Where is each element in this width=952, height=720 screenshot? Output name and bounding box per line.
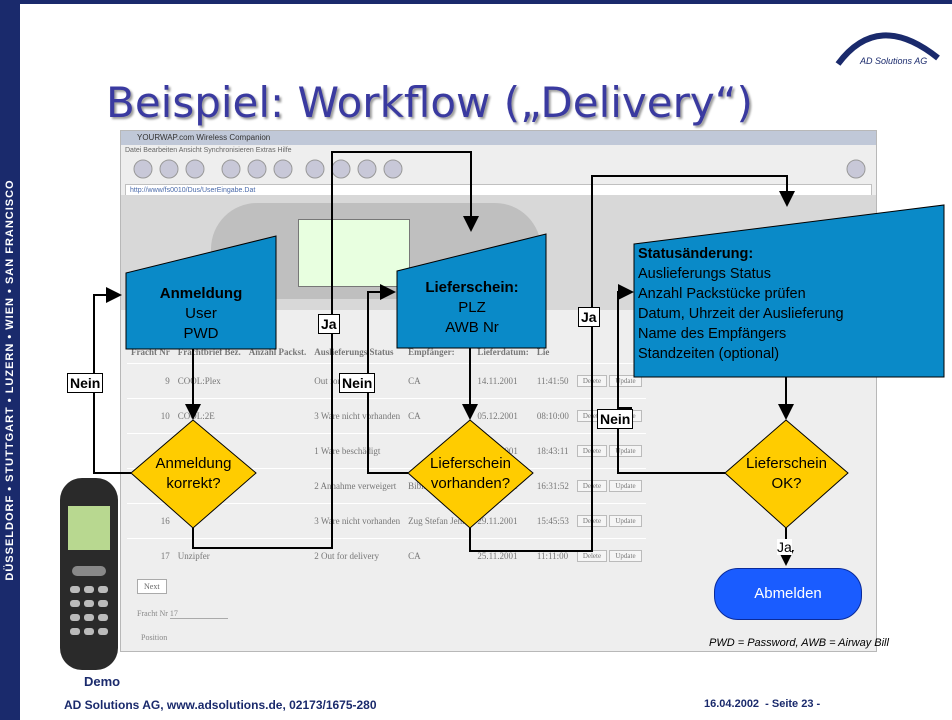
col-header: Fracht Nr <box>131 347 170 357</box>
fracht-input[interactable]: 17 <box>169 609 228 619</box>
col-header: Lieferdatum: <box>477 347 529 357</box>
ja-label: Ja <box>318 314 340 334</box>
col-header: Auslieferungs Status <box>314 347 394 357</box>
footer-date-page: 16.04.2002 - Seite 23 - <box>704 698 821 710</box>
top-rule <box>20 0 952 4</box>
app-window-title: YOURWAP.com Wireless Companion <box>121 131 876 145</box>
logo-arc-icon <box>835 32 940 66</box>
nein-label: Nein <box>339 373 376 393</box>
decision-anmeldung-diamond <box>130 419 257 529</box>
mobile-phone-icon <box>60 478 118 670</box>
abmelden-terminal: Abmelden <box>714 568 862 620</box>
company-logo <box>835 32 940 66</box>
lieferschein-box <box>396 233 547 349</box>
fracht-field: Fracht Nr 17 <box>137 609 228 619</box>
decision-lieferschein-diamond <box>407 419 534 529</box>
col-header: Frachtbrief Bez. <box>177 347 241 357</box>
footnote: PWD = Password, AWB = Airway Bill <box>709 637 889 649</box>
toolbar-buttons-icon <box>133 159 866 179</box>
col-header: Empfänger: <box>408 347 455 357</box>
page-title: Beispiel: Workflow („Delivery“) <box>106 78 753 127</box>
table-header-row: Fracht Nr Frachtbrief Bez. Anzahl Packst… <box>127 341 646 364</box>
update-button[interactable]: Update <box>609 550 642 562</box>
app-menubar: Datei Bearbeiten Ansicht Synchronisieren… <box>125 147 292 154</box>
update-button[interactable]: Update <box>609 515 642 527</box>
decision-ok-diamond <box>724 419 849 529</box>
wap-device-screen <box>298 219 410 287</box>
nein-label: Nein <box>67 373 104 393</box>
status-text: Statusänderung: Auslieferungs Status Anz… <box>638 246 844 362</box>
demo-label: Demo <box>84 674 121 689</box>
position-label: Position <box>141 633 168 642</box>
footer-company: AD Solutions AG, www.adsolutions.de, 021… <box>64 698 377 712</box>
sidebar: DÜSSELDORF • STUTTGART • LUZERN • WIEN •… <box>0 0 20 720</box>
anmeldung-box <box>125 235 277 350</box>
ja-label: Ja <box>777 539 792 555</box>
col-header: Anzahl Packst. <box>248 347 307 357</box>
next-button[interactable]: Next <box>137 579 167 594</box>
nein-label: Nein <box>597 409 634 429</box>
col-header: Lie <box>536 347 550 357</box>
ja-label: Ja <box>578 307 600 327</box>
logo-text: AD Solutions AG <box>860 56 928 66</box>
status-box <box>633 204 945 378</box>
app-toolbar <box>121 156 876 182</box>
update-button[interactable]: Update <box>609 480 642 492</box>
